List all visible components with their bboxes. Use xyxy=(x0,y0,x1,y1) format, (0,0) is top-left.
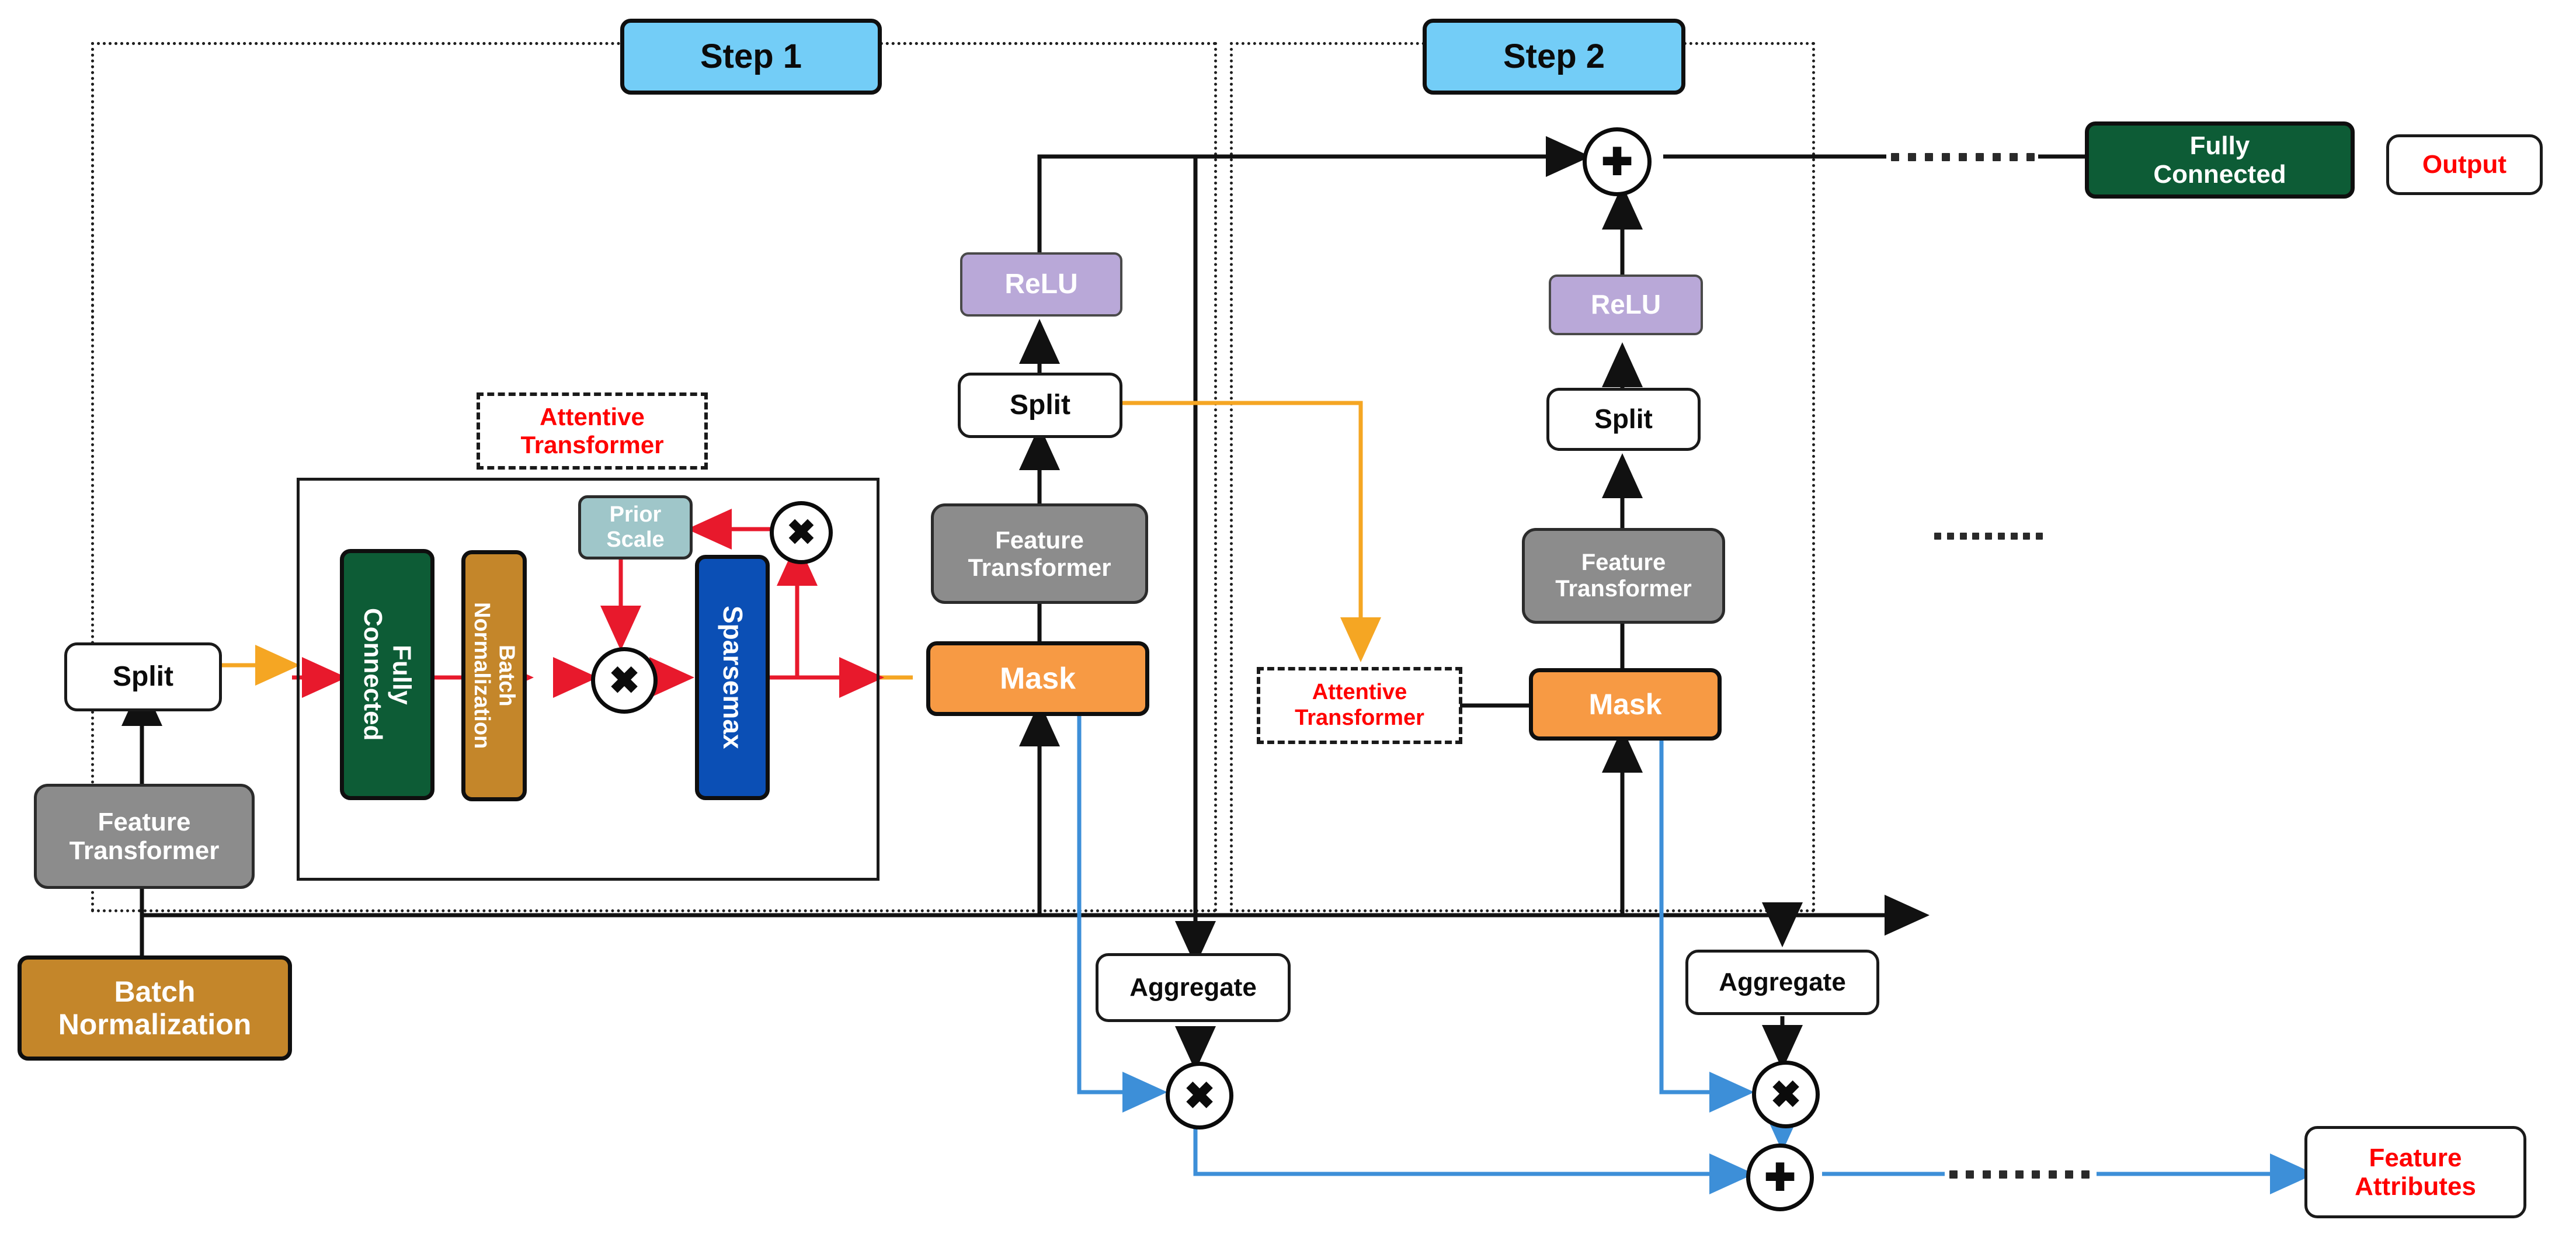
top-ellipsis xyxy=(1891,153,2035,161)
output-sum-operator: ✚ xyxy=(1583,127,1652,196)
at1-multiply-feedback-operator: ✖ xyxy=(770,501,833,564)
step2-mask-box[interactable]: Mask xyxy=(1529,668,1722,741)
attentive-transformer-1-container xyxy=(297,478,879,881)
step1-mask-box[interactable]: Mask xyxy=(926,641,1149,716)
bottom-ellipsis xyxy=(1949,1170,2090,1179)
step2-feature-transformer-box[interactable]: Feature Transformer xyxy=(1522,528,1725,624)
input-batch-normalization-box[interactable]: Batch Normalization xyxy=(18,955,292,1061)
step-1-header[interactable]: Step 1 xyxy=(620,19,882,95)
step1-split-box[interactable]: Split xyxy=(958,373,1122,438)
feature-attributes-box[interactable]: Feature Attributes xyxy=(2304,1126,2526,1218)
step2-split-box[interactable]: Split xyxy=(1546,388,1701,451)
at1-multiply-main-operator: ✖ xyxy=(591,647,658,714)
step1-multiply-operator: ✖ xyxy=(1166,1062,1233,1130)
step1-aggregate-box[interactable]: Aggregate xyxy=(1096,953,1291,1022)
at1-sparsemax-box[interactable]: Sparsemax xyxy=(695,555,770,800)
attentive-transformer-1-label: Attentive Transformer xyxy=(477,392,708,470)
step2-boundary xyxy=(1230,42,1815,912)
step1-relu-box[interactable]: ReLU xyxy=(960,252,1122,317)
at1-fully-connected-box[interactable]: Fully Connected xyxy=(340,549,434,800)
middle-ellipsis xyxy=(1934,533,2043,540)
input-feature-transformer-box[interactable]: Feature Transformer xyxy=(34,784,255,889)
at1-prior-scale-box[interactable]: Prior Scale xyxy=(578,495,693,560)
fully-connected-output-box[interactable]: Fully Connected xyxy=(2085,121,2355,199)
input-split-box[interactable]: Split xyxy=(64,642,222,711)
feature-attributes-sum-operator: ✚ xyxy=(1746,1144,1814,1211)
step2-attentive-transformer-label[interactable]: Attentive Transformer xyxy=(1257,667,1462,744)
step1-feature-transformer-box[interactable]: Feature Transformer xyxy=(931,503,1148,604)
at1-batch-normalization-box[interactable]: Batch Normalization xyxy=(461,550,527,801)
output-box[interactable]: Output xyxy=(2386,134,2543,195)
step2-multiply-operator: ✖ xyxy=(1752,1061,1820,1128)
step2-relu-box[interactable]: ReLU xyxy=(1549,274,1703,335)
step-2-header[interactable]: Step 2 xyxy=(1423,19,1685,95)
step2-aggregate-box[interactable]: Aggregate xyxy=(1685,950,1879,1015)
